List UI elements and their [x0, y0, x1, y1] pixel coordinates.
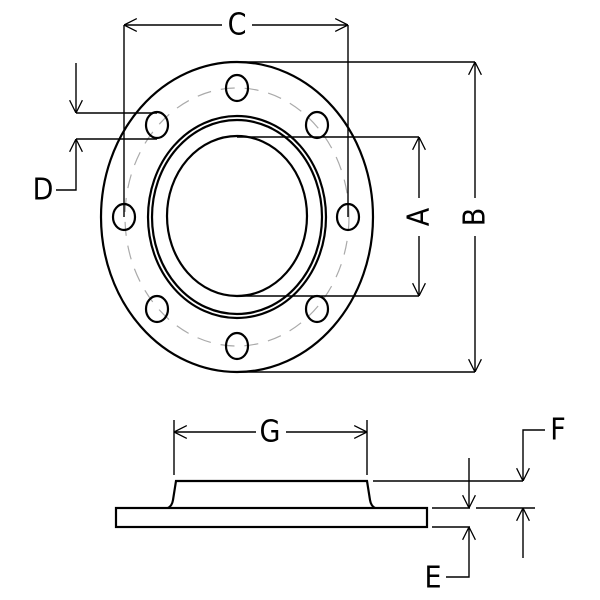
- dimension-c: C: [123, 8, 349, 217]
- bore: [165, 134, 309, 298]
- hub-inner-edge: [150, 118, 324, 316]
- bolt-hole: [224, 331, 250, 361]
- top-view: C B A D: [33, 8, 493, 374]
- flange-outer-edge: [99, 60, 375, 374]
- dimension-f: F: [373, 413, 566, 558]
- label-e: E: [424, 561, 441, 596]
- dimension-a: A: [237, 136, 437, 297]
- dimension-b: B: [237, 61, 493, 373]
- label-c: C: [228, 8, 247, 43]
- hub-outer-edge: [146, 114, 328, 320]
- hub-profile: [167, 479, 376, 509]
- dimension-d: D: [33, 63, 157, 208]
- bolt-hole: [224, 73, 250, 103]
- label-f: F: [550, 413, 566, 448]
- bolt-hole: [144, 110, 170, 140]
- dimension-g: G: [173, 415, 368, 475]
- bolt-hole: [144, 294, 170, 324]
- side-view: G F E: [114, 413, 566, 596]
- label-a: A: [402, 207, 437, 226]
- label-g: G: [260, 415, 281, 450]
- bolt-circle: [124, 87, 350, 347]
- label-b: B: [458, 208, 493, 227]
- dimension-e: E: [424, 458, 470, 596]
- label-d: D: [33, 173, 54, 208]
- bolt-hole: [304, 294, 330, 324]
- flange-plate: [114, 506, 429, 529]
- bolt-hole: [304, 110, 330, 140]
